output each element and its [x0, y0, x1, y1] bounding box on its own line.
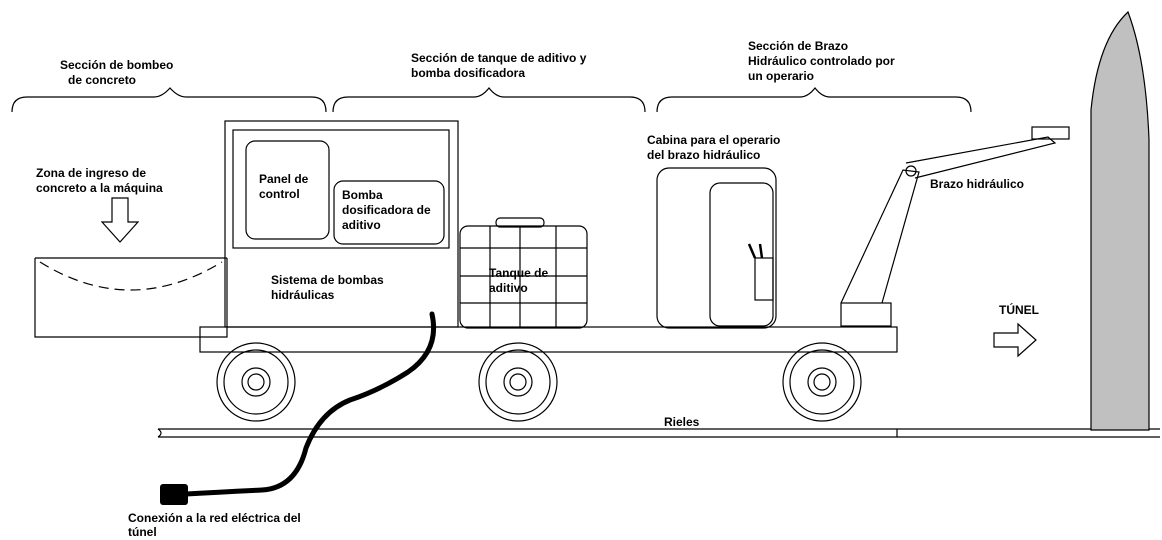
section-pumping-label-1: Sección de bombeo	[60, 58, 174, 72]
doser-label-1: Bomba	[342, 188, 383, 202]
wheel-center	[478, 342, 558, 422]
section-arm-label-1: Sección de Brazo	[748, 39, 849, 53]
tunnel-label: TÚNEL	[999, 303, 1039, 317]
arm-label: Brazo hidráulico	[930, 177, 1025, 191]
control-panel-housing	[232, 129, 450, 249]
power-plug-icon	[160, 484, 188, 505]
down-arrow-icon	[100, 197, 140, 243]
cabin-label-1: Cabina para el operario	[647, 133, 781, 147]
power-label-1: Conexión a la red eléctrica del	[128, 511, 301, 525]
intake-label-2: concreto a la máquina	[36, 181, 163, 195]
wheel-left	[216, 342, 296, 422]
operator-cabin	[656, 167, 777, 329]
section-tank-label-2: bomba dosificadora	[411, 66, 526, 80]
brace-arm-section	[656, 87, 972, 113]
intake-label-1: Zona de ingreso de	[36, 166, 147, 180]
right-arrow-icon	[993, 322, 1037, 358]
rails-label: Rieles	[664, 415, 700, 429]
section-tank-label-1: Sección de tanque de aditivo y	[411, 51, 587, 65]
cabin-door	[709, 182, 774, 327]
section-pumping-label-2: de concreto	[68, 73, 137, 87]
section-arm-label-2: Hidráulico controlado por	[748, 54, 895, 68]
hydraulic-arm	[840, 126, 1070, 327]
lever-handles	[747, 243, 764, 259]
tank-label-1: Tanque de	[489, 266, 549, 280]
wheel-right	[782, 342, 862, 422]
machine-platform	[199, 326, 898, 353]
tunnel-wall	[1090, 10, 1150, 431]
brace-tank-section	[332, 87, 646, 113]
dosing-pump	[333, 180, 445, 245]
pumps-label-1: Sistema de bombas	[271, 273, 384, 287]
brace-pumping-section	[11, 87, 327, 113]
section-arm-label-3: un operario	[748, 69, 815, 83]
panel-label-2: control	[259, 187, 300, 201]
rails	[157, 428, 1160, 438]
panel-label-1: Panel de	[259, 172, 309, 186]
additive-tank	[459, 217, 588, 329]
pumps-label-2: hidráulicas	[271, 288, 335, 302]
doser-label-3: aditivo	[342, 218, 381, 232]
control-levers	[754, 257, 774, 301]
doser-label-2: dosificadora de	[342, 203, 431, 217]
power-label-2: túnel	[128, 525, 157, 539]
concrete-hopper	[34, 257, 228, 338]
cabin-label-2: del brazo hidráulico	[647, 148, 761, 162]
control-panel	[245, 140, 330, 240]
tank-label-2: aditivo	[489, 281, 528, 295]
power-cable	[160, 311, 437, 505]
